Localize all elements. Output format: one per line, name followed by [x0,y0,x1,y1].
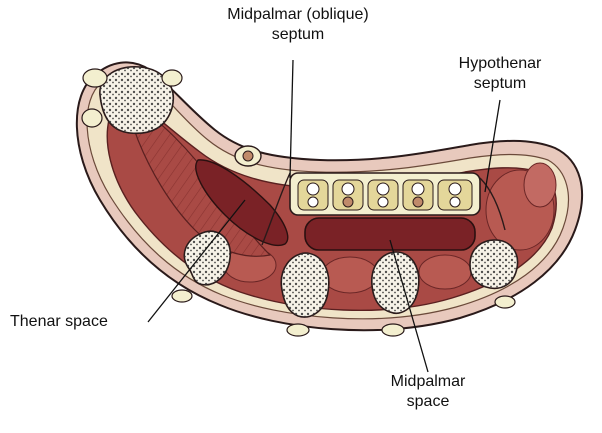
label-hypothenar-septum-line2: septum [440,74,560,94]
label-midpalmar-septum-line2: septum [208,25,388,45]
label-thenar-space-line1: Thenar space [10,312,150,332]
flexor-tendons [298,180,472,210]
label-thenar-space: Thenar space [10,312,150,332]
interosseous-muscle [322,257,378,293]
interosseous-muscle-2 [419,255,471,289]
label-midpalmar-space-line1: Midpalmar [378,372,478,392]
label-midpalmar-space-line2: space [378,392,478,412]
label-hypothenar-septum: Hypothenar septum [440,54,560,94]
midpalmar-space [305,218,475,250]
label-hypothenar-septum-line1: Hypothenar [440,54,560,74]
label-midpalmar-septum: Midpalmar (oblique) septum [208,5,388,45]
hypothenar-muscle-2 [524,163,556,207]
label-midpalmar-septum-line1: Midpalmar (oblique) [208,5,388,25]
label-midpalmar-space: Midpalmar space [378,372,478,412]
